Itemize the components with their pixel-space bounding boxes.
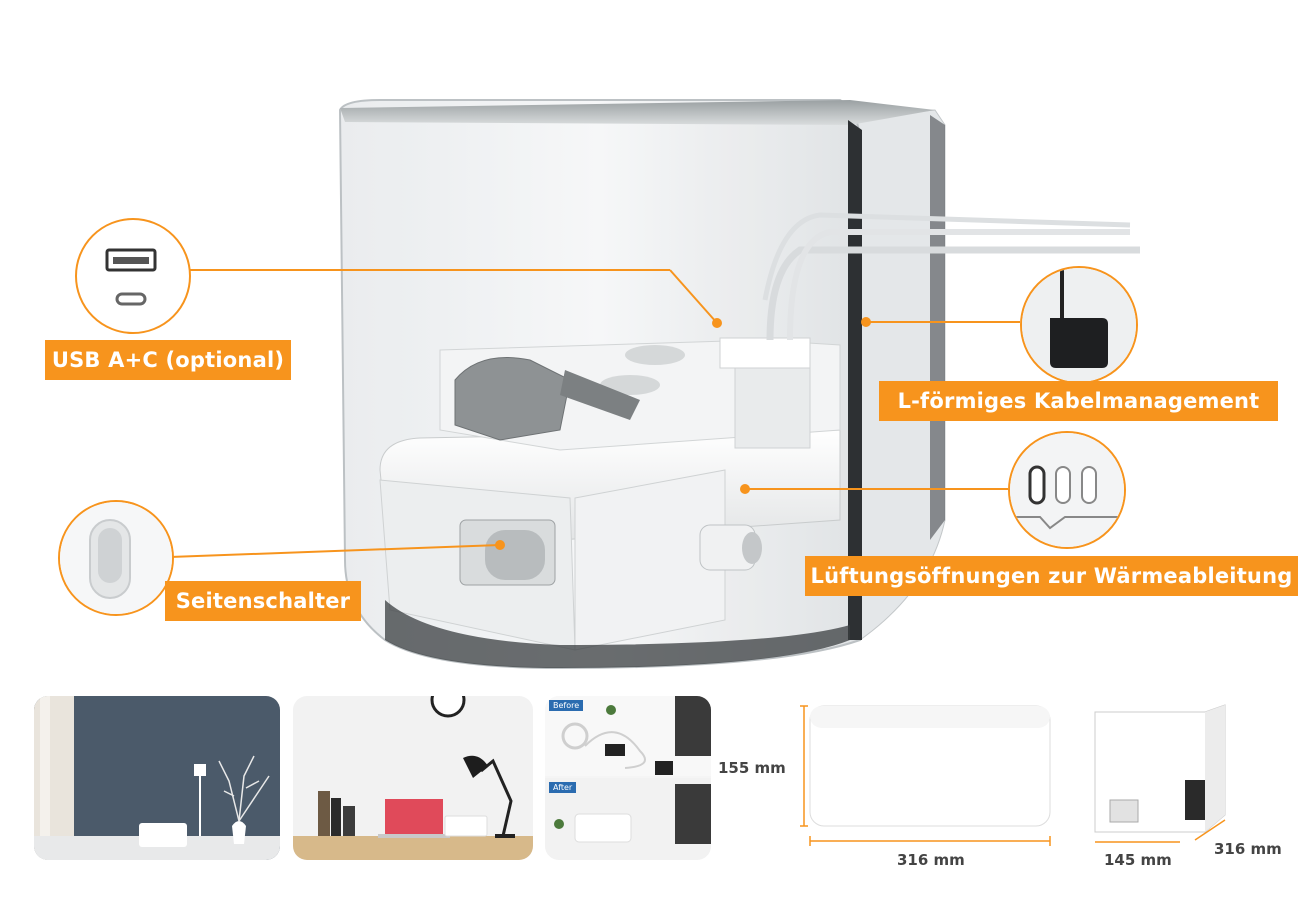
cable-management-zoom — [1020, 266, 1138, 384]
side-view-drawing — [1094, 704, 1226, 843]
before-after-photo: Before After — [545, 696, 711, 860]
vent-openings-zoom — [1008, 431, 1126, 549]
vent-callout-label: Lüftungsöffnungen zur Wärmeableitung — [805, 556, 1298, 596]
l-shaped-slot-icon — [1022, 268, 1136, 382]
desk-photo — [293, 696, 533, 860]
living-room-photo — [34, 696, 280, 860]
before-badge: Before — [549, 700, 584, 711]
usb-port-icon — [105, 248, 157, 306]
front-view-drawing — [800, 705, 1051, 846]
vent-slots-icon — [1010, 433, 1124, 547]
cable-management-callout-label: L-förmiges Kabelmanagement — [879, 381, 1278, 421]
toggle-switch-icon — [60, 502, 172, 614]
depth-dimension-label: 145 mm — [1104, 851, 1172, 869]
side-switch-callout-label: Seitenschalter — [165, 581, 361, 621]
height-dimension-label: 155 mm — [718, 759, 786, 777]
front-width-dimension-label: 316 mm — [897, 851, 965, 869]
usb-callout-label: USB A+C (optional) — [45, 340, 291, 380]
after-badge: After — [549, 782, 577, 793]
side-switch-zoom — [58, 500, 174, 616]
cable-box-illustration — [169, 99, 1140, 670]
usb-port-zoom — [75, 218, 191, 334]
side-width-dimension-label: 316 mm — [1214, 840, 1282, 858]
